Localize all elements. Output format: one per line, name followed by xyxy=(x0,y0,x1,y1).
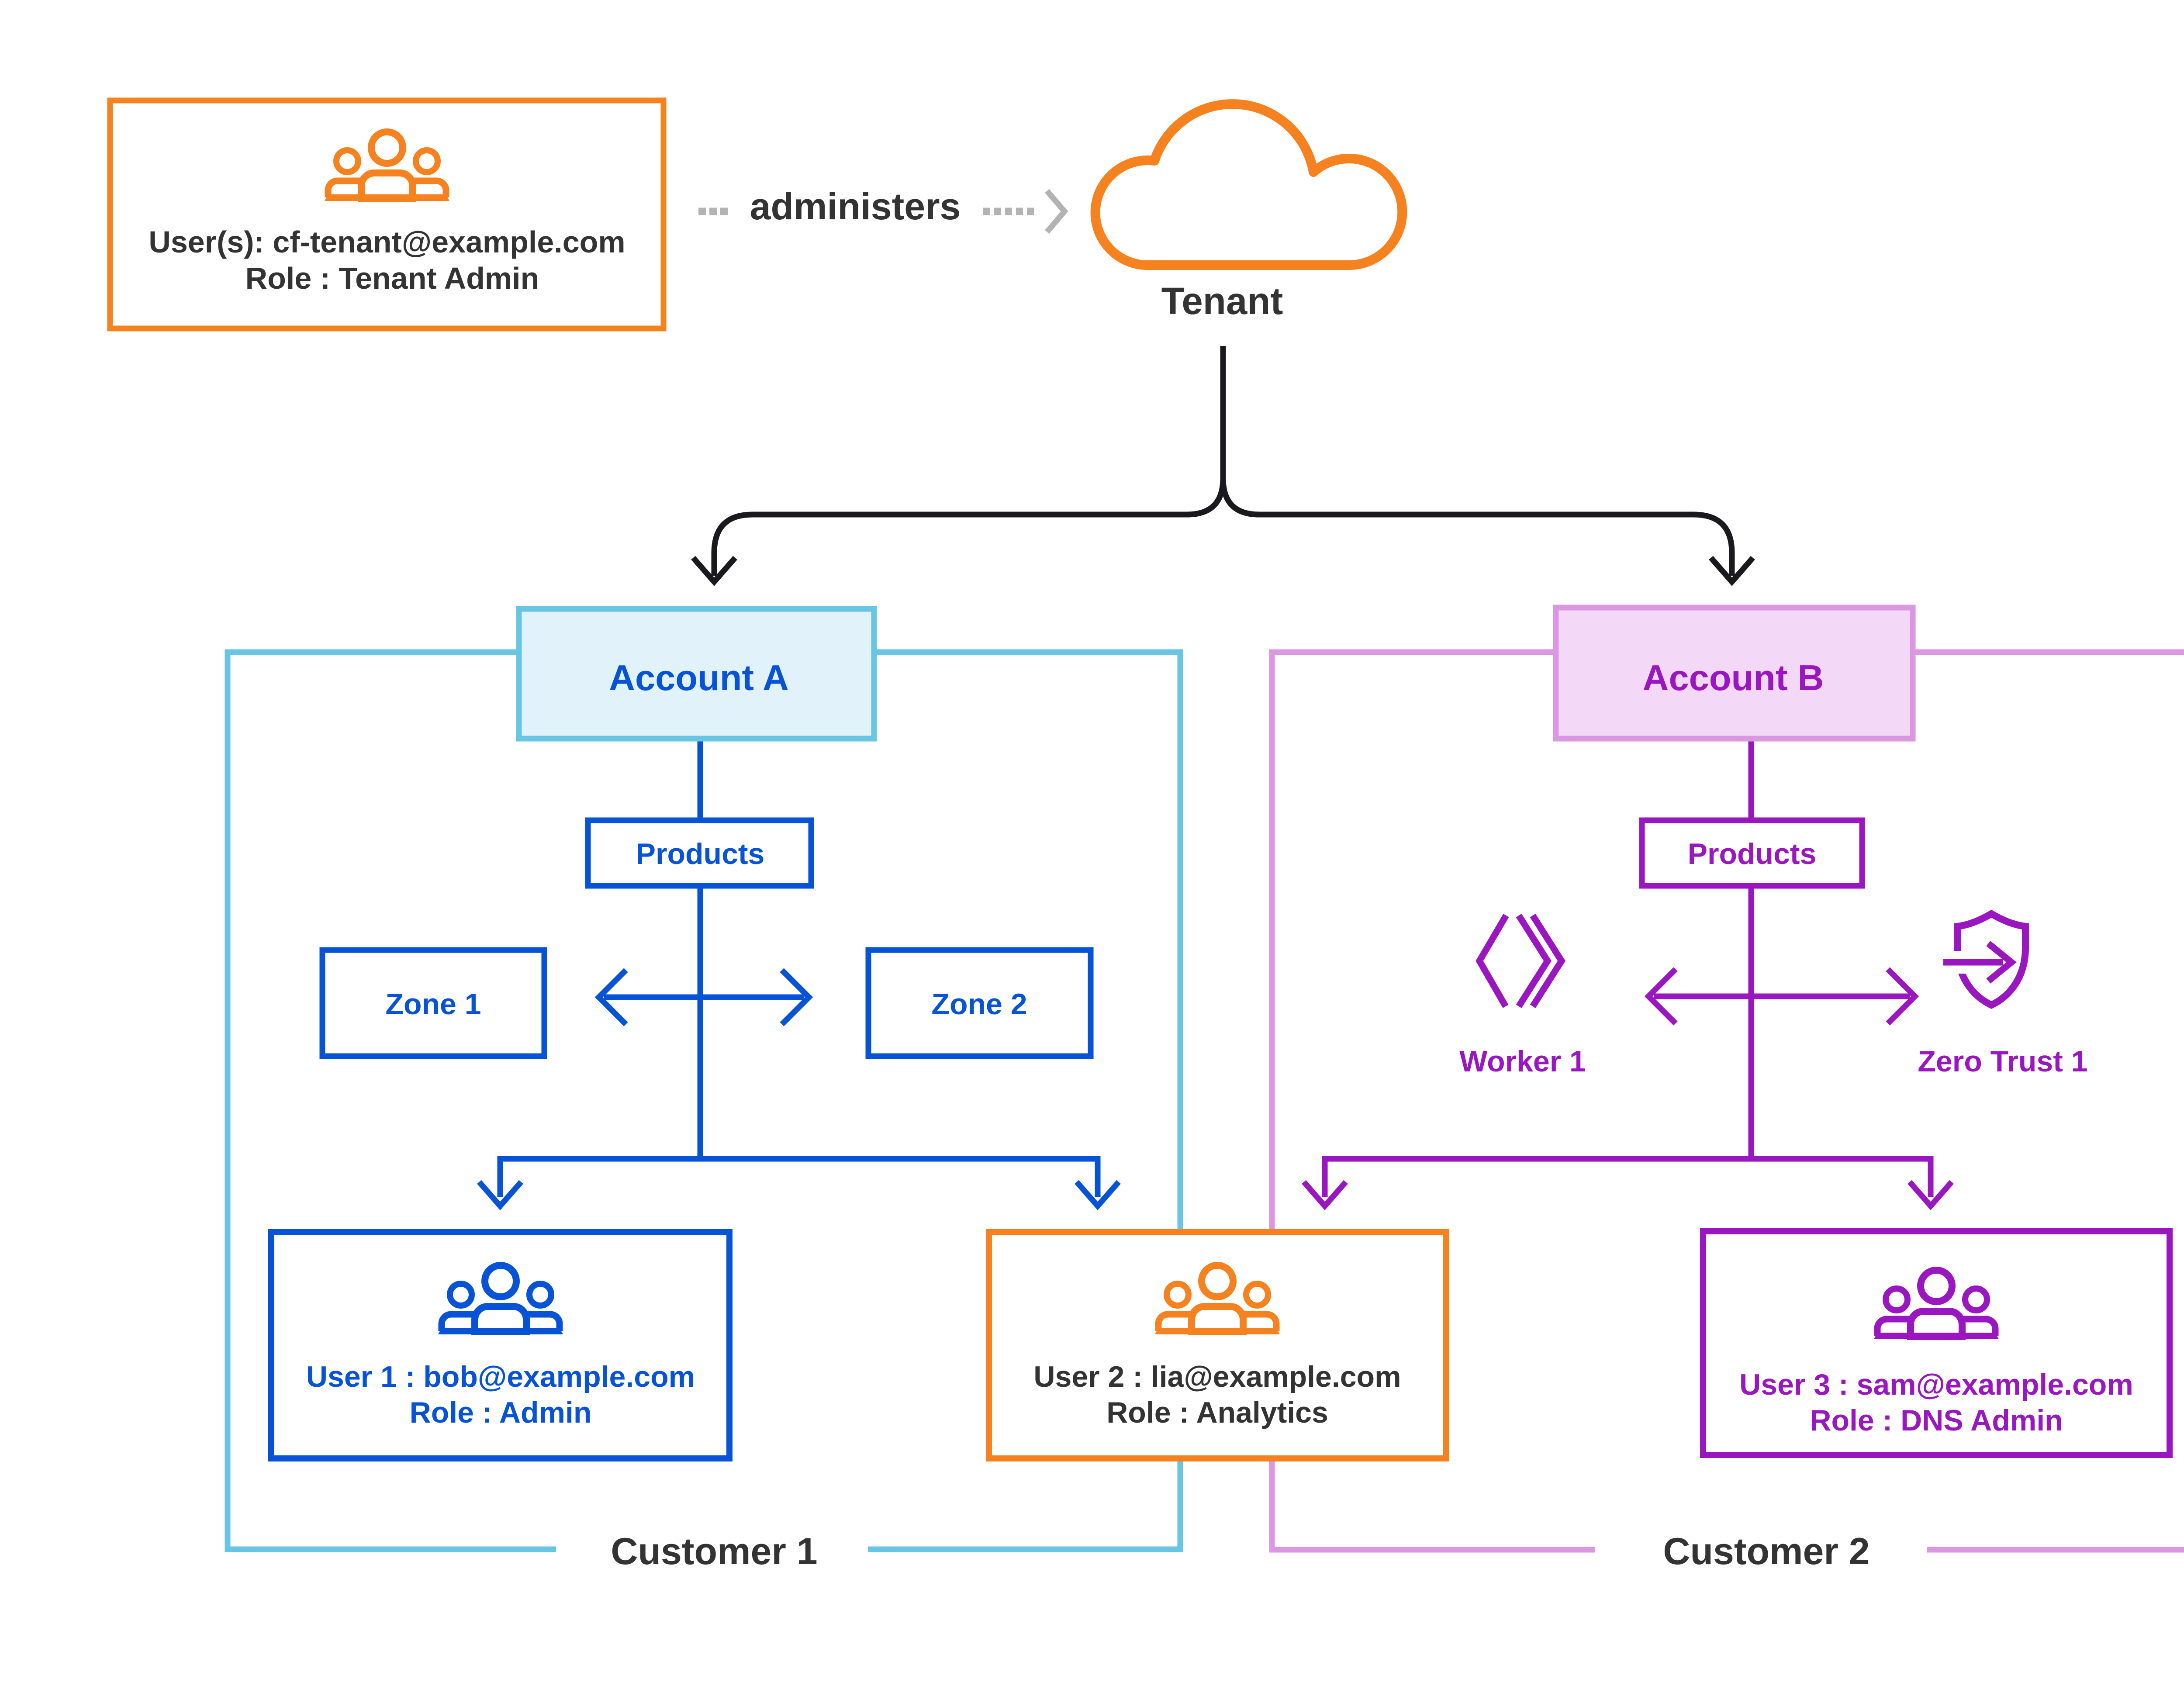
svg-text:Zone 2: Zone 2 xyxy=(931,988,1027,1021)
svg-text:Tenant: Tenant xyxy=(1161,280,1283,322)
svg-text:User 3 : sam@example.com: User 3 : sam@example.com xyxy=(1739,1368,2133,1401)
svg-text:Role : Admin: Role : Admin xyxy=(410,1396,592,1429)
svg-text:Role : DNS Admin: Role : DNS Admin xyxy=(1810,1404,2063,1437)
svg-text:User 2 : lia@example.com: User 2 : lia@example.com xyxy=(1033,1360,1401,1393)
svg-text:Products: Products xyxy=(636,837,765,871)
svg-text:Products: Products xyxy=(1688,837,1817,871)
svg-text:Account B: Account B xyxy=(1643,657,1824,698)
svg-text:Customer 2: Customer 2 xyxy=(1663,1531,1870,1572)
svg-text:User(s): cf-tenant@example.com: User(s): cf-tenant@example.com xyxy=(149,225,625,259)
svg-text:administers: administers xyxy=(750,186,961,228)
svg-text:Worker 1: Worker 1 xyxy=(1459,1045,1586,1078)
svg-text:Role : Analytics: Role : Analytics xyxy=(1106,1396,1328,1429)
svg-text:Account A: Account A xyxy=(609,657,789,698)
svg-text:Role : Tenant Admin: Role : Tenant Admin xyxy=(245,261,539,295)
svg-text:Zone 1: Zone 1 xyxy=(385,988,481,1021)
svg-text:Customer 1: Customer 1 xyxy=(611,1531,817,1572)
svg-text:Zero Trust 1: Zero Trust 1 xyxy=(1918,1045,2087,1078)
svg-text:User 1 : bob@example.com: User 1 : bob@example.com xyxy=(306,1360,695,1393)
